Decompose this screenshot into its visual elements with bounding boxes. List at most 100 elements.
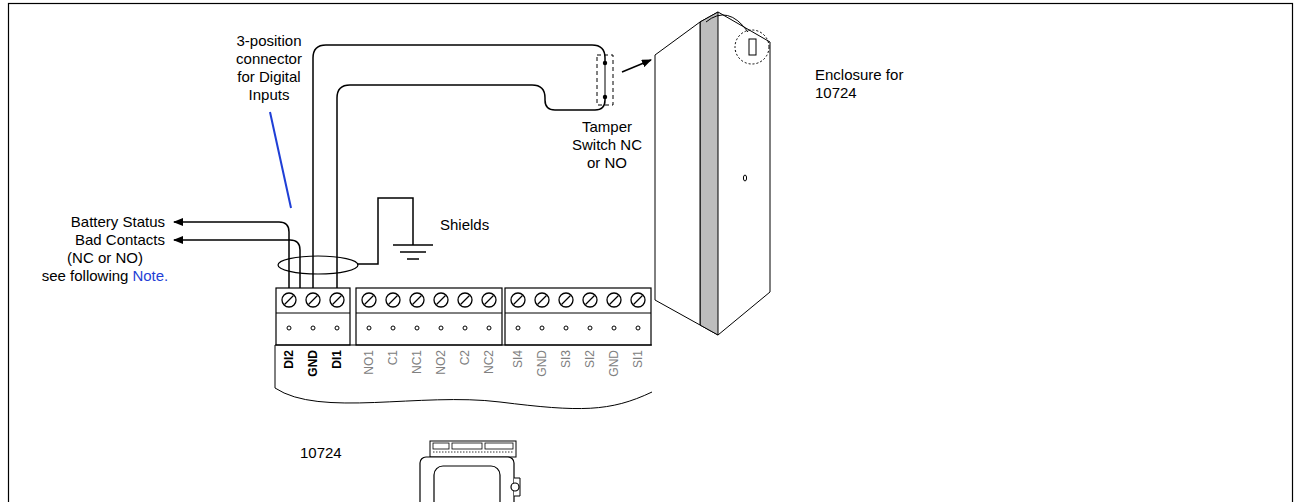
terminal-screw: [511, 293, 525, 307]
wire-hole: [415, 326, 419, 330]
ground-symbol: [400, 251, 426, 253]
wire-hole: [391, 326, 395, 330]
pin-name: NO1: [362, 350, 376, 394]
cable-bundle: [278, 256, 358, 274]
signal-wire: [174, 240, 300, 290]
pin-name: GND: [535, 350, 549, 394]
screw-slot: [389, 296, 398, 305]
wire-hole: [487, 326, 491, 330]
terminal-divider: [356, 313, 502, 314]
signal-name: Bad Contacts: [38, 231, 165, 249]
pin-name: NC1: [410, 350, 424, 394]
note-line: see followingNote.: [30, 267, 180, 285]
screw-slot: [333, 296, 342, 305]
part-number: 10724: [300, 444, 342, 462]
terminal-block: [356, 288, 502, 345]
break-line: [275, 345, 652, 409]
leader-line: [270, 112, 291, 208]
terminal-screw: [410, 293, 424, 307]
screw-slot: [514, 296, 523, 305]
ground-label: Shields: [440, 216, 489, 234]
terminal-screw: [607, 293, 621, 307]
screw-slot: [413, 296, 422, 305]
screw-slot: [285, 296, 294, 305]
wire-hole: [463, 326, 467, 330]
pin-name: DI2: [282, 350, 296, 394]
terminal-block: [276, 288, 350, 345]
enclosure-door: [655, 22, 700, 325]
screw-slot: [485, 296, 494, 305]
screw-slot: [309, 296, 318, 305]
callout-label: 3-position connector for Digital Inputs: [226, 32, 312, 104]
frame: [9, 4, 1293, 502]
switch-contact: [605, 63, 606, 97]
screw-slot: [365, 296, 374, 305]
terminal-screw: [559, 293, 573, 307]
terminal-screw: [583, 293, 597, 307]
terminal-blocks: [276, 288, 651, 345]
pin-name: NC2: [482, 350, 496, 394]
wire-hole: [439, 326, 443, 330]
label-rule: [275, 345, 652, 346]
pin-name: NO2: [434, 350, 448, 394]
screw-slot: [634, 296, 643, 305]
terminal-screw: [458, 293, 472, 307]
enclosure-inside: [700, 12, 718, 335]
tamper-wire: [337, 85, 605, 290]
pin-name: SI3: [559, 350, 573, 394]
pin-name: SI2: [583, 350, 597, 394]
note-link: Note.: [132, 267, 168, 284]
terminal-divider: [505, 313, 651, 314]
terminal-block: [505, 288, 651, 345]
signal-name: Battery Status: [38, 213, 165, 231]
terminal-screw: [306, 293, 320, 307]
note-text: see following: [42, 267, 129, 284]
terminal-screw: [482, 293, 496, 307]
door-edge: [706, 15, 748, 32]
pin-name: DI1: [330, 350, 344, 394]
terminal-screw: [434, 293, 448, 307]
terminal-screw: [330, 293, 344, 307]
ground-symbol: [407, 258, 419, 260]
terminal-divider: [276, 313, 350, 314]
wire-hole: [335, 326, 339, 330]
screw-slot: [538, 296, 547, 305]
tamper-switch: [597, 55, 613, 105]
wire-hole: [516, 326, 520, 330]
screw-slot: [562, 296, 571, 305]
enclosure-body: [700, 12, 770, 335]
wire-hole: [367, 326, 371, 330]
pin-name: GND: [607, 350, 621, 394]
pointer-arrow: [622, 60, 651, 72]
pin-name: GND: [306, 350, 320, 394]
signal-wire: [174, 222, 289, 290]
wire-hole: [636, 326, 640, 330]
wire-hole: [287, 326, 291, 330]
terminal-screw: [631, 293, 645, 307]
wire-hole: [564, 326, 568, 330]
wire-hole: [311, 326, 315, 330]
screw-slot: [437, 296, 446, 305]
shield-wire: [357, 198, 413, 264]
screw-slot: [586, 296, 595, 305]
pin-name: C1: [386, 350, 400, 394]
terminal-screw: [386, 293, 400, 307]
terminal-screw: [535, 293, 549, 307]
screw-slot: [461, 296, 470, 305]
tamper-wire: [313, 45, 605, 290]
switch-highlight: [735, 30, 769, 64]
pin-name: SI4: [511, 350, 525, 394]
pin-name: C2: [458, 350, 472, 394]
pin-name: SI1: [631, 350, 645, 394]
note-text: (NC or NO): [40, 249, 170, 267]
device-10724: [420, 441, 520, 502]
wire-hole: [588, 326, 592, 330]
wire-hole: [540, 326, 544, 330]
part-label: Tamper Switch NC or NO: [567, 118, 647, 172]
enclosure-switch: [749, 39, 756, 55]
terminal-screw: [282, 293, 296, 307]
terminal-screw: [362, 293, 376, 307]
screw-slot: [610, 296, 619, 305]
